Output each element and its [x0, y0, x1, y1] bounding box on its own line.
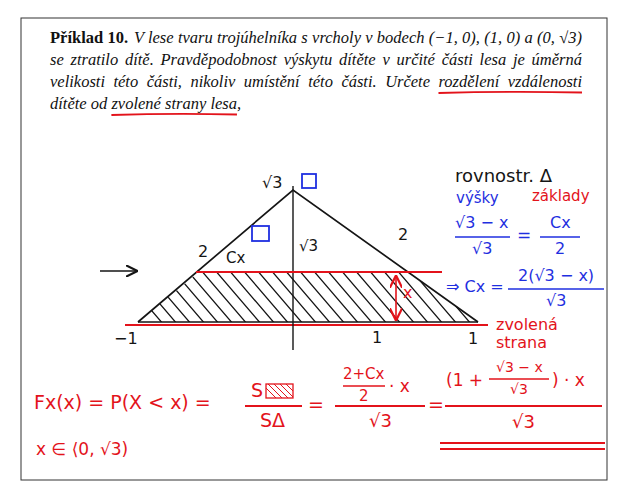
level-label: Cx — [226, 250, 245, 267]
formula-part: √3 — [546, 292, 566, 310]
formula-part: √3 — [512, 412, 535, 433]
red-underline — [438, 92, 582, 93]
formula-part: (1 + — [446, 371, 483, 391]
formula-part: √3 − x — [455, 214, 508, 232]
axis-label: −1 — [114, 330, 138, 348]
formula-part: = — [517, 226, 531, 246]
formula-part: = — [308, 394, 324, 416]
red-underline — [111, 114, 237, 115]
formula-part: SΔ — [260, 410, 285, 432]
fraction-bar — [489, 378, 549, 379]
area-square — [302, 174, 316, 188]
fraction-bar — [245, 405, 302, 407]
pointer-arrow — [100, 270, 136, 272]
formula-part: √3 — [510, 381, 528, 397]
altitude — [292, 186, 293, 350]
note: výšky — [456, 190, 499, 207]
formula-part: 2 — [359, 388, 369, 405]
axis-label: 1 — [468, 330, 478, 348]
level-line — [196, 271, 442, 273]
formula-part: 2 — [555, 240, 565, 258]
double-underline — [440, 448, 605, 450]
problem-heading: Příklad 10. — [50, 28, 128, 47]
formula-part: √3 — [369, 411, 392, 432]
distance-arrow — [395, 277, 397, 319]
area-square — [252, 226, 269, 241]
side-length: 2 — [198, 243, 208, 261]
formula-part: ) · x — [552, 371, 585, 391]
domain-note: x ∈ ⟨0, √3) — [36, 440, 128, 460]
problem-text: Příklad 10.V lese tvaru trojúhelníka s v… — [50, 27, 582, 115]
base-line — [138, 321, 478, 323]
note: rovnostr. Δ — [455, 166, 552, 187]
hatched-symbol — [266, 384, 293, 398]
double-underline — [440, 442, 605, 444]
side-note: zvolená strana — [496, 316, 578, 353]
height-label: √3 — [299, 238, 318, 255]
formula-part: √3 — [472, 240, 492, 258]
formula-part: √3 − x — [496, 359, 543, 375]
formula-part: Cx — [550, 214, 571, 232]
fraction-bar — [508, 288, 604, 290]
formula-part: Fx(x) = P(X < x) = — [34, 392, 211, 414]
fraction-bar — [455, 236, 510, 238]
chosen-side — [125, 324, 488, 326]
fraction-bar — [335, 405, 425, 407]
problem-body: V lese tvaru trojúhelníka s vrcholy v bo… — [50, 28, 582, 113]
fraction-bar — [445, 405, 602, 407]
axis-label: 1 — [372, 329, 382, 347]
side-length: 2 — [398, 226, 408, 244]
apex-label: √3 — [262, 174, 282, 192]
note: základy — [532, 188, 590, 205]
fraction-bar — [540, 236, 580, 238]
distance-label: x — [403, 284, 412, 302]
formula-part: · x — [389, 377, 410, 397]
formula-part: S — [251, 380, 263, 402]
formula-part: ⇒ Cx = — [446, 278, 504, 296]
formula-part: 2+Cx — [343, 366, 384, 383]
formula-part: = — [428, 394, 444, 416]
fraction-bar — [343, 385, 385, 386]
formula-part: 2(√3 − x) — [518, 267, 594, 285]
triangle — [138, 190, 478, 322]
page-frame — [21, 18, 607, 480]
